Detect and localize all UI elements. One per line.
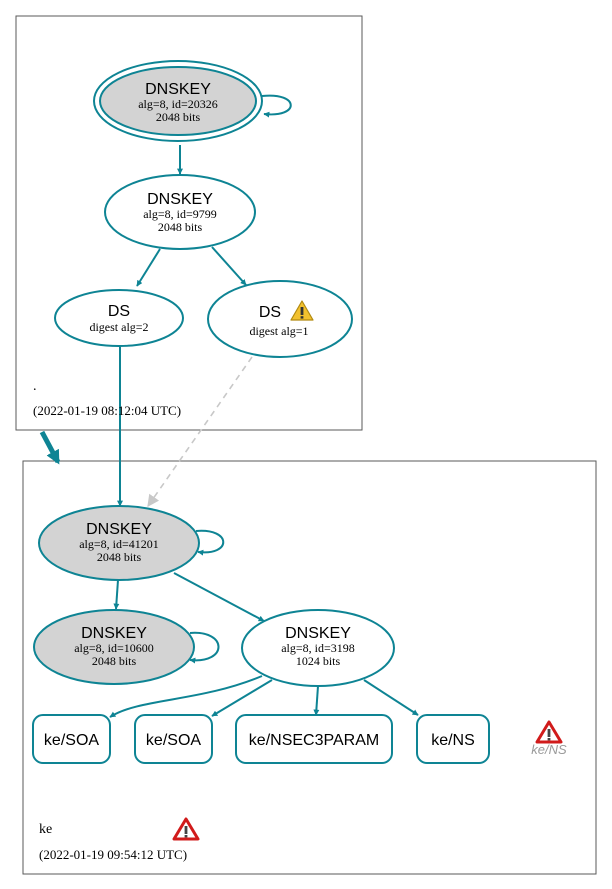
root-zone-box bbox=[15, 15, 363, 431]
ke-ksk2-self-edge bbox=[189, 631, 220, 664]
error-icon bbox=[535, 720, 563, 744]
ds1-digest: digest alg=2 bbox=[89, 320, 148, 334]
ke-zsk-to-soa1-edge bbox=[109, 675, 263, 718]
ke-ksk1-to-zsk-edge bbox=[173, 572, 265, 622]
ke-ksk2-title: DNSKEY bbox=[81, 625, 147, 642]
warning-icon bbox=[290, 300, 314, 321]
ke-ksk1-size: 2048 bits bbox=[97, 550, 142, 564]
rrset-ns[interactable]: ke/NS bbox=[416, 714, 490, 764]
root-ksk-params: alg=8, id=20326 bbox=[138, 97, 218, 111]
ds2-digest: digest alg=1 bbox=[249, 324, 308, 338]
root-ksk-self-edge bbox=[261, 94, 292, 118]
missing-ns-node[interactable]: ke/NS bbox=[531, 720, 567, 757]
ke-ksk1-self-edge bbox=[195, 529, 225, 556]
ke-ksk2-params: alg=8, id=10600 bbox=[74, 641, 154, 655]
ke-ksk2-node[interactable]: DNSKEY alg=8, id=10600 2048 bits bbox=[33, 609, 195, 685]
ds2-to-ke-ksk-edge bbox=[147, 356, 253, 507]
ke-zsk-params: alg=8, id=3198 bbox=[281, 641, 355, 655]
ke-zsk-node[interactable]: DNSKEY alg=8, id=3198 1024 bits bbox=[241, 609, 395, 687]
rrset-label: ke/SOA bbox=[146, 732, 201, 749]
ke-ksk2-size: 2048 bits bbox=[92, 654, 137, 668]
ke-zsk-to-ns-edge bbox=[363, 679, 419, 716]
rrset-label: ke/NS bbox=[431, 732, 475, 749]
ke-zone-box bbox=[22, 460, 597, 875]
rrset-label: ke/SOA bbox=[44, 732, 99, 749]
ke-zsk-to-nsec3param-edge bbox=[313, 685, 320, 716]
ke-zone-timestamp: (2022-01-19 09:54:12 UTC) bbox=[39, 847, 187, 862]
delegation-arrow bbox=[39, 430, 61, 465]
ke-zsk-size: 1024 bits bbox=[296, 654, 341, 668]
root-ksk-size: 2048 bits bbox=[156, 110, 201, 124]
ke-zsk-to-soa2-edge bbox=[211, 679, 273, 717]
ke-ksk1-title: DNSKEY bbox=[86, 521, 152, 538]
ke-zone-name: ke bbox=[39, 822, 52, 837]
root-zsk-params: alg=8, id=9799 bbox=[143, 207, 217, 221]
root-zsk-node[interactable]: DNSKEY alg=8, id=9799 2048 bits bbox=[104, 174, 256, 250]
root-zone-timestamp: (2022-01-19 08:12:04 UTC) bbox=[33, 403, 181, 418]
ke-ksk1-node[interactable]: DNSKEY alg=8, id=41201 2048 bits bbox=[38, 505, 200, 581]
root-ds1-node[interactable]: DS digest alg=2 bbox=[54, 289, 184, 347]
ke-ksk1-to-ksk2-edge bbox=[113, 579, 120, 610]
rrset-soa-1[interactable]: ke/SOA bbox=[32, 714, 111, 764]
ds1-title: DS bbox=[108, 303, 130, 320]
missing-ns-label: ke/NS bbox=[531, 742, 567, 757]
ke-zsk-title: DNSKEY bbox=[285, 625, 351, 642]
root-zsk-title: DNSKEY bbox=[147, 191, 213, 208]
root-ksk-title: DNSKEY bbox=[145, 81, 211, 98]
root-ds2-node[interactable]: DS digest alg=1 bbox=[207, 280, 353, 358]
error-icon bbox=[172, 817, 200, 841]
rrset-nsec3param[interactable]: ke/NSEC3PARAM bbox=[235, 714, 393, 764]
root-ksk-node[interactable]: DNSKEY alg=8, id=20326 2048 bits bbox=[93, 60, 263, 142]
root-zone-name: . bbox=[33, 379, 37, 394]
ke-ksk1-params: alg=8, id=41201 bbox=[79, 537, 159, 551]
root-zsk-to-ds2-edge bbox=[211, 246, 247, 286]
root-zsk-to-ds1-edge bbox=[136, 248, 161, 287]
ds2-title: DS bbox=[259, 304, 281, 321]
rrset-label: ke/NSEC3PARAM bbox=[249, 732, 379, 749]
root-zsk-size: 2048 bits bbox=[158, 220, 203, 234]
rrset-soa-2[interactable]: ke/SOA bbox=[134, 714, 213, 764]
